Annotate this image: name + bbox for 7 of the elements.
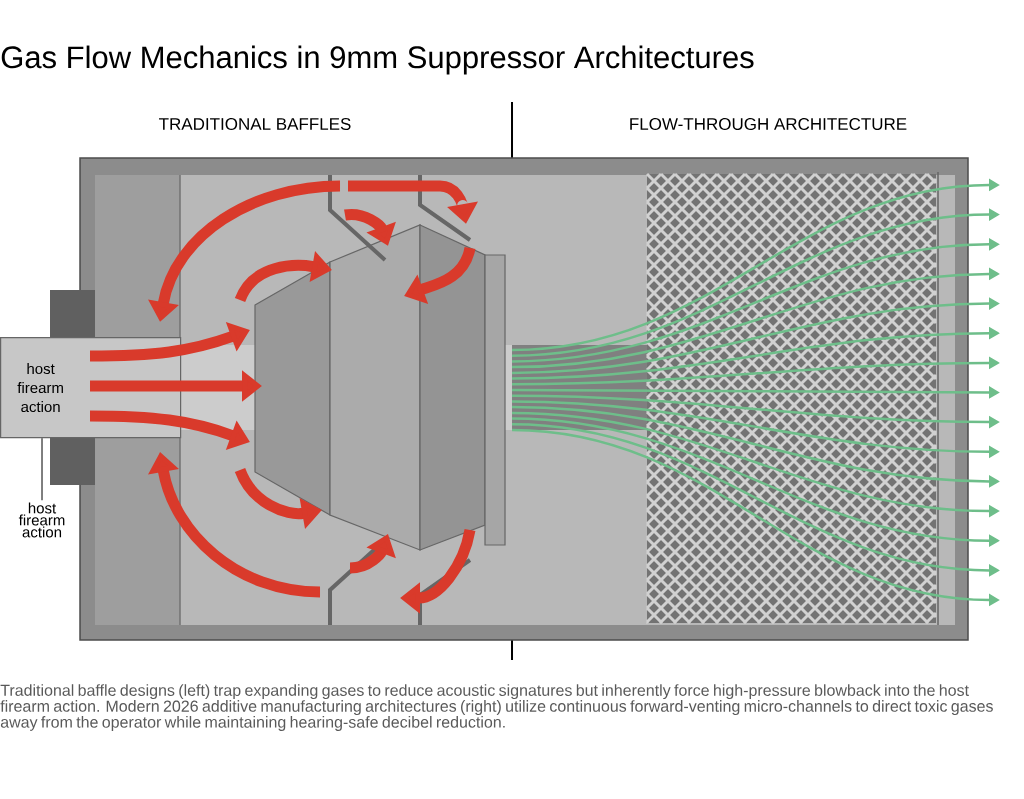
leader-line xyxy=(41,437,43,501)
bore-tube: host firearm action xyxy=(0,290,182,485)
title: Gas Flow Mechanics in 9mm Suppressor Architectures xyxy=(1,45,754,75)
section-heading: FLOW-THROUGH ARCHITECTURE xyxy=(630,118,907,130)
callout-text: host firearm action xyxy=(18,502,65,538)
section-heading: TRADITIONAL BAFFLES xyxy=(159,118,351,130)
caption: Traditional baffle designs (left) trap expanding gases to reduce acoustic signatures but inherently force high-pressure blowback into the host firearm action. Modern 2026 additive manufacturing architectures (right) utilize continuous forward-venting micro-channels to direct toxic gases away from the operator while maintaining hearing-safe decibel reduction. xyxy=(0,684,993,731)
